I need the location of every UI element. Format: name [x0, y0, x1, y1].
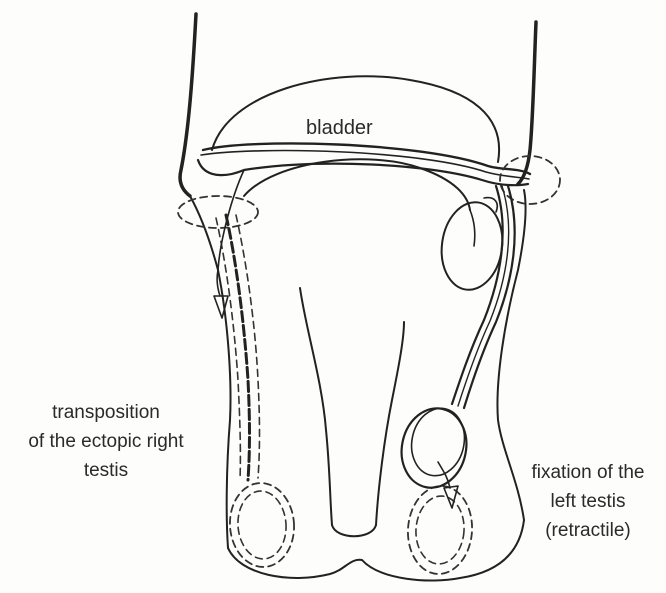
- right-abdominal-wall: [518, 22, 536, 184]
- right-testis-caption-line-1: transposition: [2, 398, 210, 427]
- right-testis-target-inner: [236, 489, 289, 560]
- bladder-label: bladder: [306, 114, 373, 143]
- left-abdominal-wall: [180, 14, 196, 196]
- bladder-inner-curve: [470, 210, 475, 246]
- left-inguinal-ring: [500, 156, 560, 204]
- penis-tip: [332, 525, 376, 536]
- left-arrow-head: [444, 486, 458, 508]
- left-testis-caption-line-2: left testis: [512, 487, 664, 516]
- left-testis-caption: fixation of the left testis (retractile): [512, 458, 664, 545]
- left-body-contour: [190, 196, 231, 548]
- left-cord-inner: [464, 186, 515, 408]
- right-testis-caption-line-2: of the ectopic right: [2, 427, 210, 456]
- penis-right-edge: [376, 322, 404, 525]
- left-testis-caption-line-1: fixation of the: [512, 458, 664, 487]
- penis-left-edge: [300, 288, 332, 525]
- left-cord-outer: [452, 186, 503, 404]
- bladder-label-text: bladder: [306, 114, 373, 143]
- left-cord-center: [458, 186, 509, 406]
- right-testis-caption-line-3: testis: [2, 456, 210, 485]
- scrotum-bottom: [228, 520, 524, 581]
- left-testis-target-inner: [414, 494, 467, 565]
- right-inguinal-ring: [178, 196, 258, 228]
- left-testis-caption-line-3: (retractile): [512, 516, 664, 545]
- left-testis-lower: [394, 402, 473, 494]
- right-testis-caption: transposition of the ectopic right testi…: [2, 398, 210, 485]
